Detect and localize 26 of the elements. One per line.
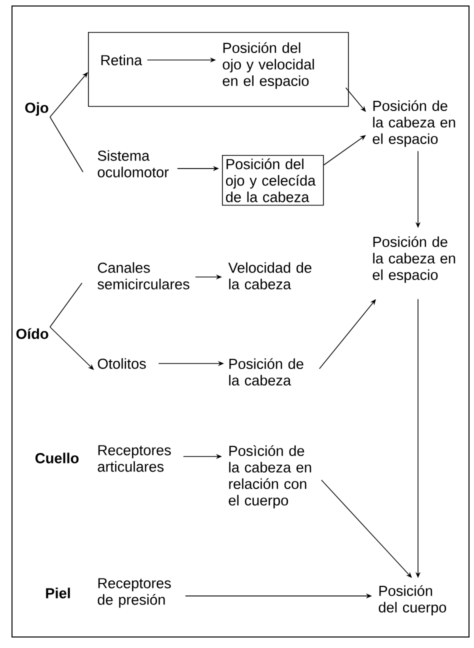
node-text: Otolitos xyxy=(98,358,146,369)
group-box xyxy=(88,32,349,107)
organ-label: Piel xyxy=(46,588,70,598)
organ-label: Ojo xyxy=(25,102,48,116)
arrow xyxy=(50,72,88,118)
process-box: Posición del ojo y celecída de la cabeza xyxy=(222,155,324,206)
arrow xyxy=(323,135,366,166)
node-text: Velocidad de la cabeza xyxy=(228,262,312,290)
node-text: Sistema oculomotor xyxy=(98,150,169,178)
node-text: Canales semicirculares xyxy=(98,262,190,290)
node-text: Posición de la cabeza en el espacio xyxy=(372,100,456,147)
arrow xyxy=(50,326,94,370)
node-text: Receptores de presión xyxy=(98,578,171,608)
node-text: Receptores articulares xyxy=(98,445,171,472)
node-text: Posición de la cabeza en el espacio xyxy=(372,236,456,283)
arrow xyxy=(345,87,366,112)
node-text: Posìción de la cabeza en relación con el cuerpo xyxy=(228,445,312,508)
node-text: Posición de la cabeza xyxy=(229,358,304,386)
organ-label: Oído xyxy=(16,328,48,339)
branch-line xyxy=(50,116,84,172)
arrow xyxy=(321,480,412,578)
node-text: Posición del ojo y velocidal en el espacio xyxy=(222,42,314,89)
organ-label: Cuello xyxy=(35,452,79,464)
branch-line xyxy=(50,282,82,328)
node-text: Posición del cuerpo xyxy=(378,585,446,616)
node-text: Retina xyxy=(101,54,142,66)
